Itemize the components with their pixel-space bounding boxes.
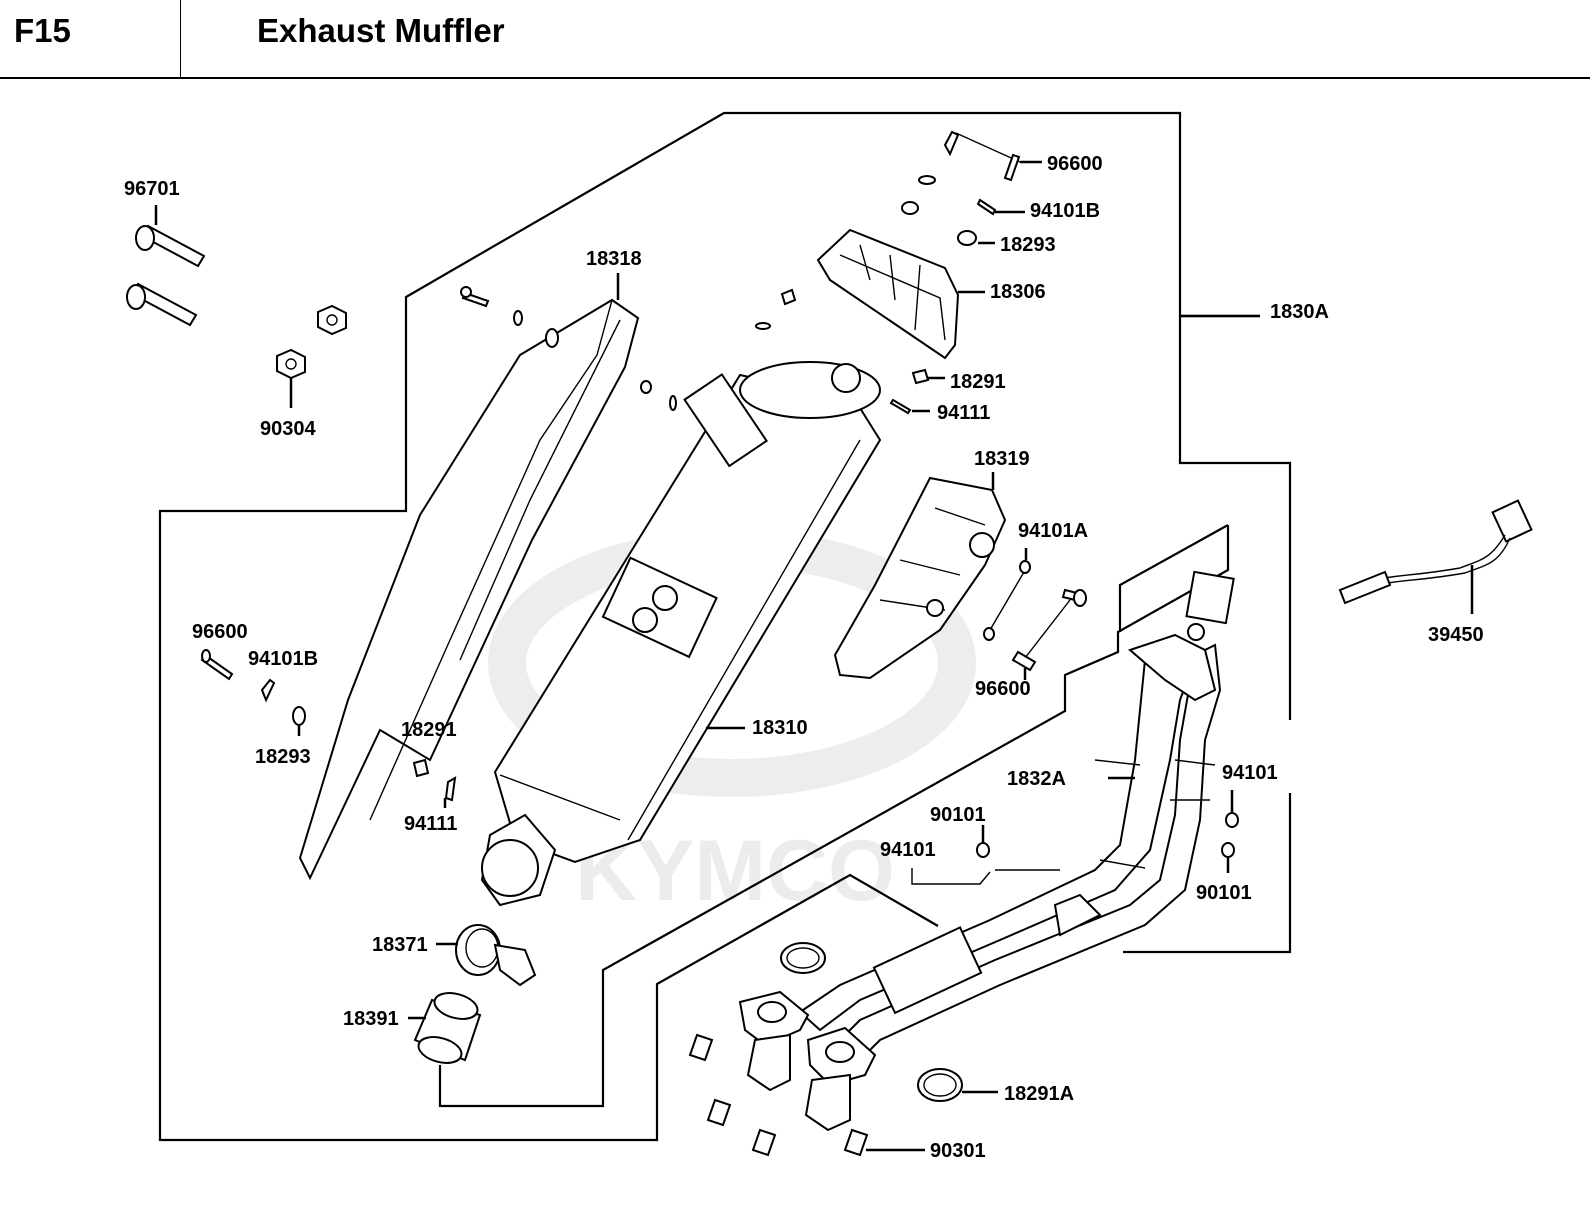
callout-94111-left: 94111 bbox=[404, 813, 457, 835]
callout-18291-left: 18291 bbox=[401, 719, 457, 741]
callout-96600-mid: 96600 bbox=[975, 678, 1031, 700]
screw-set-left bbox=[200, 649, 457, 808]
section-code: F15 bbox=[14, 12, 71, 49]
nut-90304 bbox=[276, 304, 347, 408]
brand-watermark: KYMCO bbox=[488, 529, 976, 919]
screw-set-top-left bbox=[460, 286, 677, 411]
group-boundary-1832A bbox=[1123, 793, 1292, 954]
bolt-96701 bbox=[126, 205, 206, 327]
hardware-pipe bbox=[911, 790, 1239, 885]
callout-94101B-top: 94101B bbox=[1030, 200, 1100, 222]
heat-shield-18319 bbox=[833, 472, 1007, 680]
group-boundary-1830A-outline bbox=[158, 111, 1182, 1142]
callout-96600-top: 96600 bbox=[1047, 153, 1103, 175]
callout-18291A: 18291A bbox=[1004, 1083, 1074, 1105]
callout-90101-mid: 90101 bbox=[930, 804, 986, 826]
callout-94101-right: 94101 bbox=[1222, 762, 1278, 784]
oxygen-sensor-39450 bbox=[1338, 499, 1533, 614]
page-header: F15 Exhaust Muffler bbox=[0, 0, 1590, 79]
exhaust-flanges bbox=[738, 990, 877, 1132]
callout-1832A: 1832A bbox=[1007, 768, 1066, 790]
muffler-body-18310 bbox=[480, 361, 882, 907]
callout-18391: 18391 bbox=[343, 1008, 399, 1030]
group-boundary-1832A-top bbox=[438, 525, 1230, 1108]
sleeve-18391 bbox=[408, 992, 482, 1064]
callout-18310: 18310 bbox=[752, 717, 808, 739]
callout-94101-mid: 94101 bbox=[880, 839, 936, 861]
header-divider bbox=[180, 0, 181, 77]
callout-18319: 18319 bbox=[974, 448, 1030, 470]
page-title: Exhaust Muffler bbox=[257, 12, 505, 49]
callout-94101A: 94101A bbox=[1018, 520, 1088, 542]
callout-94111-top: 94111 bbox=[937, 402, 990, 424]
studs-90301 bbox=[688, 1033, 925, 1157]
muffler-cap-18306 bbox=[816, 228, 985, 360]
hardware-top-right bbox=[755, 130, 1042, 415]
group-boundary-1832A-edge bbox=[1118, 524, 1229, 632]
callout-1830A: 1830A bbox=[1270, 301, 1329, 323]
callout-39450: 39450 bbox=[1428, 624, 1484, 646]
callout-90301: 90301 bbox=[930, 1140, 986, 1162]
callout-96600-left: 96600 bbox=[192, 621, 248, 643]
callout-94101B-left: 94101B bbox=[248, 648, 318, 670]
callout-18306: 18306 bbox=[990, 281, 1046, 303]
callout-18293-top: 18293 bbox=[1000, 234, 1056, 256]
callout-18293-left: 18293 bbox=[255, 746, 311, 768]
gasket-18291A bbox=[780, 942, 998, 1102]
callout-90304: 90304 bbox=[260, 418, 316, 440]
callout-90101-right: 90101 bbox=[1196, 882, 1252, 904]
callout-96701: 96701 bbox=[124, 178, 180, 200]
exhaust-pipe-1832A bbox=[798, 570, 1235, 1072]
callout-18371: 18371 bbox=[372, 934, 428, 956]
callout-18318: 18318 bbox=[586, 248, 642, 270]
clamp-18371 bbox=[436, 924, 537, 987]
hardware-mid-right bbox=[983, 548, 1087, 680]
heat-shield-18318 bbox=[298, 273, 640, 881]
callout-18291-top: 18291 bbox=[950, 371, 1006, 393]
